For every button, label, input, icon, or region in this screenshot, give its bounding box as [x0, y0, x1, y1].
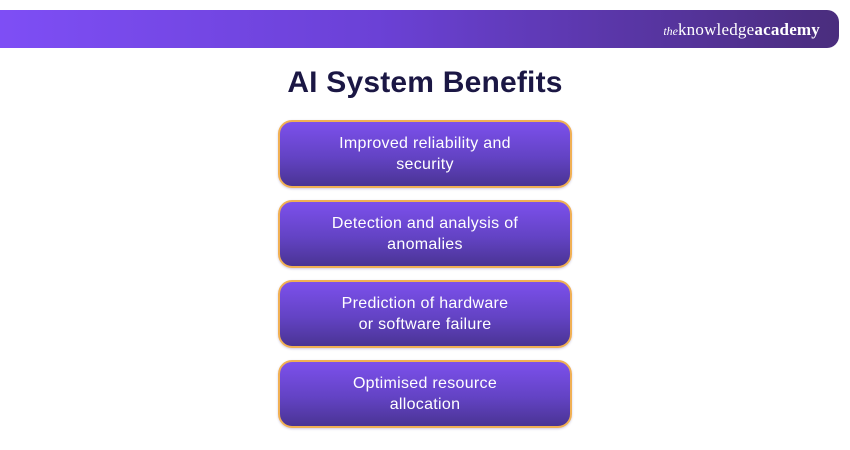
- benefit-card-text-line2: anomalies: [387, 236, 463, 253]
- benefit-card-text-line2: allocation: [389, 396, 461, 413]
- benefit-card-resource-allocation: Optimised resource allocation: [278, 360, 572, 428]
- benefit-card-text-line2: or software failure: [358, 316, 492, 333]
- content-column: AI System Benefits Improved reliability …: [0, 62, 850, 440]
- benefit-card-text-line1: Improved reliability and: [339, 135, 511, 152]
- page-title: AI System Benefits: [287, 66, 563, 99]
- benefit-card-text-line1: Prediction of hardware: [341, 295, 509, 312]
- header-bar: theknowledgeacademy: [0, 10, 839, 48]
- brand-logo: theknowledgeacademy: [663, 21, 820, 38]
- benefit-card-text-line2: security: [396, 156, 454, 173]
- benefit-card-anomaly-detection: Detection and analysis of anomalies: [278, 200, 572, 268]
- benefit-card-failure-prediction: Prediction of hardware or software failu…: [278, 280, 572, 348]
- brand-logo-the: the: [663, 23, 678, 38]
- benefit-card-improved-reliability: Improved reliability and security: [278, 120, 572, 188]
- brand-logo-knowledge: knowledge: [677, 19, 755, 39]
- brand-logo-academy: academy: [754, 19, 820, 39]
- benefit-card-text-line1: Detection and analysis of: [331, 215, 519, 232]
- benefit-card-text-line1: Optimised resource: [352, 375, 498, 392]
